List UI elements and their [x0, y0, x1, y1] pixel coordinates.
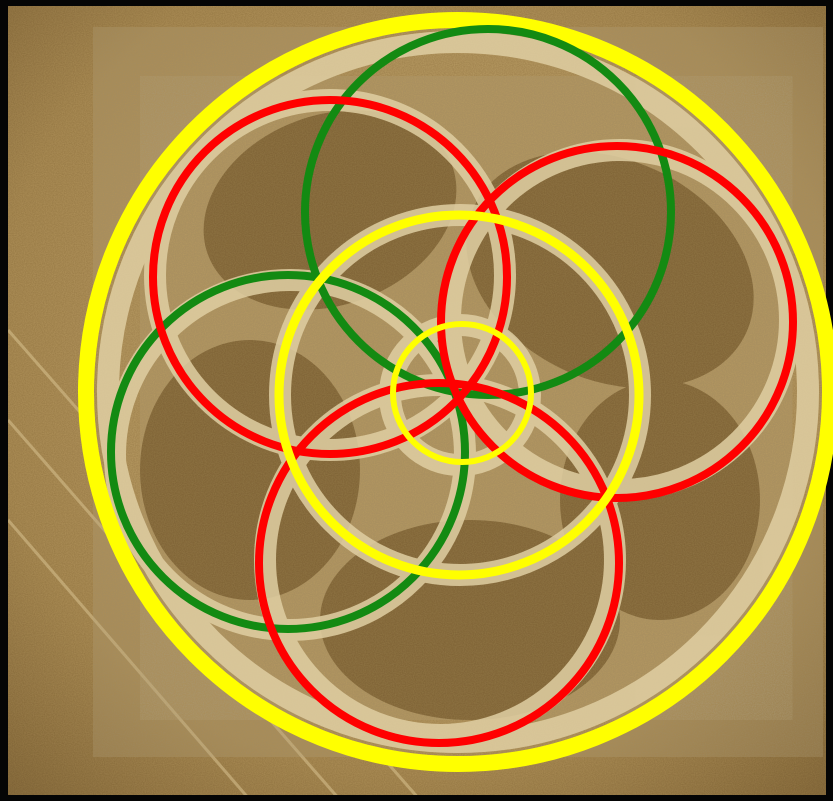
crop-circle-photo — [0, 0, 833, 801]
image-frame — [0, 0, 833, 801]
